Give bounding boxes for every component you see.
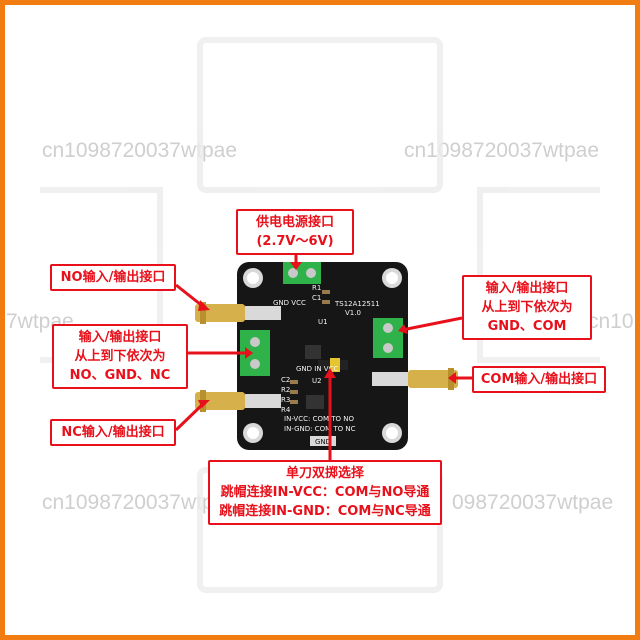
callout-text: 跳帽连接IN-GND：COM与NC导通 xyxy=(219,504,431,519)
watermark: cn1098720037wtpae xyxy=(42,139,238,162)
callout-text: 单刀双掷选择 xyxy=(285,466,364,481)
callout-text: 供电电源接口 xyxy=(255,215,334,230)
callout-com-port: COM输入/输出接口 xyxy=(472,366,606,393)
pcb-label-gnd-vcc: GND VCC xyxy=(273,299,306,307)
callout-text: 从上到下依次为 xyxy=(74,349,166,364)
pcb-label-r1: R1 xyxy=(312,284,321,292)
callout-power-supply: 供电电源接口 (2.7V～6V) xyxy=(236,209,354,255)
watermark: cn1098720037wtpae xyxy=(42,491,238,514)
chip-u2 xyxy=(306,395,324,409)
callout-text: NC输入/输出接口 xyxy=(61,425,165,440)
callout-right-header: 输入/输出接口 从上到下依次为 GND、COM xyxy=(462,275,592,340)
pcb-version-label: V1.0 xyxy=(345,309,361,317)
power-terminal xyxy=(283,262,321,284)
pcb-label-r3: R3 xyxy=(281,396,290,404)
pcb-label-u1: U1 xyxy=(318,318,328,326)
pcb-label-r4: R4 xyxy=(281,406,291,414)
callout-text: NO、GND、NC xyxy=(69,368,171,383)
callout-no-port: NO输入/输出接口 xyxy=(50,264,176,291)
callout-text: COM输入/输出接口 xyxy=(480,372,598,387)
callout-text: 跳帽连接IN-VCC：COM与NO导通 xyxy=(220,485,430,500)
callout-jumper-selection: 单刀双掷选择 跳帽连接IN-VCC：COM与NO导通 跳帽连接IN-GND：CO… xyxy=(208,460,442,525)
pcb-label-in-gnd: IN-GND: COM TO NC xyxy=(284,425,356,433)
watermark: cn10 xyxy=(588,310,634,333)
pcb-label-r2: R2 xyxy=(281,386,290,394)
callout-text: 输入/输出接口 xyxy=(78,330,162,345)
pcb-label-c2: C2 xyxy=(281,376,290,384)
pcb-model-label: TS12A12511 xyxy=(334,300,380,308)
pcb-label-c1: C1 xyxy=(312,294,321,302)
callout-text: 输入/输出接口 xyxy=(485,281,569,296)
pcb-label-u2: U2 xyxy=(312,377,322,385)
callout-text: 从上到下依次为 xyxy=(481,300,573,315)
pcb-label-in-vcc: IN-VCC: COM TO NO xyxy=(284,415,354,423)
right-header-terminal xyxy=(373,318,403,358)
pcb-label-gnd-bottom: GND xyxy=(315,438,331,446)
callout-text: (2.7V～6V) xyxy=(256,234,334,249)
mounting-holes xyxy=(243,268,402,443)
watermark: 098720037wtpae xyxy=(452,491,614,514)
jumper-cap xyxy=(330,358,340,372)
callout-left-header: 输入/输出接口 从上到下依次为 NO、GND、NC xyxy=(52,324,188,389)
callout-text: GND、COM xyxy=(487,319,567,334)
callout-text: NO输入/输出接口 xyxy=(60,270,166,285)
pcb-label-gnd-in-vcc: GND IN VCC xyxy=(296,365,338,373)
chip-u1 xyxy=(305,345,321,359)
watermark: cn1098720037wtpae xyxy=(404,139,600,162)
callout-nc-port: NC输入/输出接口 xyxy=(50,419,176,446)
